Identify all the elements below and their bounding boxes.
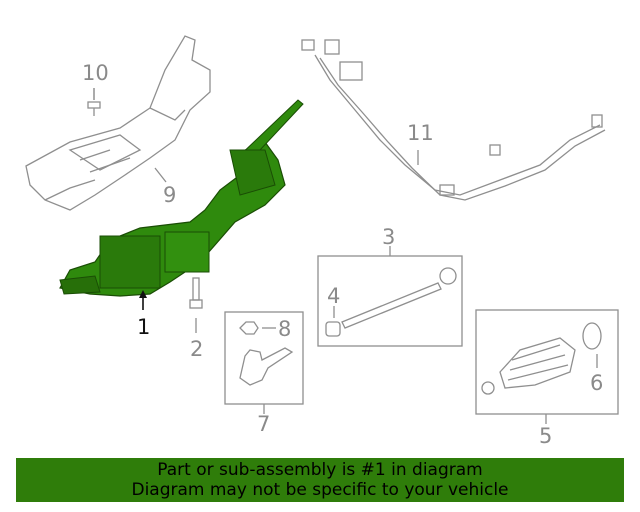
wire-harness-part[interactable] <box>301 39 606 201</box>
callout-4: 4 <box>327 284 340 308</box>
callout-7: 7 <box>257 412 270 436</box>
bolt-part-2[interactable] <box>189 277 203 309</box>
clamp-part-6[interactable] <box>582 322 602 350</box>
parts-diagram: 10 9 11 3 4 1 2 8 6 7 5 <box>25 35 619 448</box>
heat-shield-part[interactable] <box>25 35 211 211</box>
callout-11: 11 <box>407 121 434 145</box>
callout-5: 5 <box>539 424 552 448</box>
banner-line-1: Part or sub-assembly is #1 in diagram <box>157 460 483 480</box>
callout-3: 3 <box>382 225 395 249</box>
inner-tie-rod-part[interactable] <box>341 267 457 329</box>
outer-tie-rod-end-part[interactable] <box>239 347 294 386</box>
leader-9 <box>154 167 167 183</box>
boot-kit-box <box>475 309 619 415</box>
callout-8: 8 <box>278 317 291 341</box>
jam-nut-part-4[interactable] <box>325 321 341 337</box>
callout-2: 2 <box>190 337 203 361</box>
callout-6: 6 <box>590 371 603 395</box>
callout-10: 10 <box>82 61 109 85</box>
callout-9: 9 <box>163 183 176 207</box>
rack-boot-part[interactable] <box>481 337 576 395</box>
banner-line-2: Diagram may not be specific to your vehi… <box>131 480 509 500</box>
steering-gear-part[interactable] <box>59 99 304 297</box>
nut-part-8[interactable] <box>239 321 259 335</box>
callout-1: 1 <box>137 315 150 339</box>
bolt-part-10[interactable] <box>87 88 101 116</box>
arrowhead-1 <box>139 290 147 298</box>
diagram-notice-banner: Part or sub-assembly is #1 in diagram Di… <box>16 458 624 502</box>
